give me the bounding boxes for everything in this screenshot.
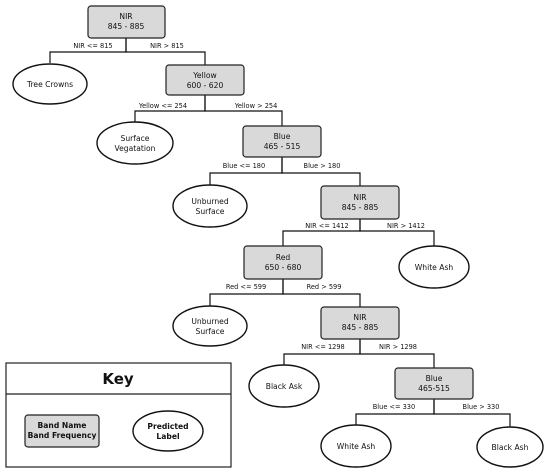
- leaf-label: Tree Crowns: [26, 80, 73, 89]
- split-node-nir-3: NIR 845 - 885: [320, 306, 400, 340]
- node-band: Red: [276, 253, 291, 262]
- key-box-label: Band Frequency: [28, 431, 97, 440]
- split-node-nir-2: NIR 845 - 885: [320, 185, 400, 220]
- key-title: Key: [102, 370, 134, 388]
- node-band: NIR: [353, 193, 367, 202]
- leaf-label: Unburned: [191, 317, 228, 326]
- edge-labels: NIR <= 815 NIR > 815 Yellow <= 254 Yello…: [73, 42, 499, 411]
- node-range: 650 - 680: [265, 263, 302, 272]
- edge-blue1-right: [281, 157, 361, 186]
- node-range: 465 - 515: [264, 142, 301, 151]
- edge-red-right: [282, 279, 361, 307]
- edge-label: NIR > 1412: [387, 222, 425, 230]
- leaf-label: Surface: [196, 327, 225, 336]
- edge-label: NIR > 815: [150, 42, 184, 50]
- leaf-label: Vegatation: [115, 144, 156, 153]
- edge-yellow-right: [204, 95, 283, 126]
- leaf-label: Unburned: [191, 197, 228, 206]
- edge-label: Yellow <= 254: [138, 102, 187, 110]
- leaf-unburned-surface-1: Unburned Surface: [172, 184, 248, 228]
- leaf-black-ask: Black Ask: [248, 364, 320, 408]
- edge-label: Blue <= 330: [373, 403, 415, 411]
- leaf-unburned-surface-2: Unburned Surface: [172, 305, 248, 347]
- edge-label: Blue <= 180: [223, 162, 265, 170]
- edge-label: NIR <= 815: [73, 42, 112, 50]
- split-node-blue-1: Blue 465 - 515: [242, 125, 322, 158]
- edge-nir1-right: [125, 38, 206, 65]
- leaf-surface-vegetation: Surface Vegatation: [96, 121, 174, 165]
- split-node-nir-1: NIR 845 - 885: [87, 5, 166, 39]
- key-ellipse-label: Predicted: [147, 422, 188, 431]
- leaf-label: Surface: [121, 134, 150, 143]
- edge-nir3-right: [359, 339, 435, 368]
- key-band-box-sample: Band Name Band Frequency: [24, 414, 100, 448]
- edge-label: Blue > 180: [304, 162, 341, 170]
- edge-label: Red <= 599: [226, 283, 266, 291]
- edge-label: Blue > 330: [463, 403, 500, 411]
- leaf-black-ash: Black Ash: [476, 426, 544, 468]
- edge-blue2-right: [433, 399, 511, 427]
- leaf-label: Black Ask: [266, 382, 303, 391]
- node-range: 845 - 885: [108, 22, 145, 31]
- leaf-white-ash-2: White Ash: [320, 424, 392, 468]
- edge-label: NIR <= 1298: [301, 343, 344, 351]
- split-node-yellow: Yellow 600 - 620: [165, 64, 245, 96]
- tree-edges: [49, 38, 511, 427]
- key-leaf-ellipse-sample: Predicted Label: [132, 410, 204, 452]
- edge-nir2-right: [359, 219, 435, 246]
- key-box-label: Band Name: [38, 421, 87, 430]
- key-ellipse-label: Label: [156, 432, 179, 441]
- leaf-label: White Ash: [337, 442, 376, 451]
- leaf-label: Black Ash: [492, 443, 529, 452]
- node-range: 845 - 885: [342, 323, 379, 332]
- edge-label: NIR > 1298: [379, 343, 417, 351]
- node-range: 845 - 885: [342, 203, 379, 212]
- edge-label: Yellow > 254: [234, 102, 278, 110]
- node-range: 600 - 620: [187, 81, 224, 90]
- edge-label: NIR <= 1412: [305, 222, 348, 230]
- node-band: NIR: [119, 12, 133, 21]
- leaf-label: White Ash: [415, 263, 454, 272]
- node-band: Yellow: [192, 71, 216, 80]
- key-legend: Key Band Name Band Frequency Predicted L…: [5, 362, 232, 468]
- leaf-tree-crowns: Tree Crowns: [12, 63, 88, 105]
- node-band: NIR: [353, 313, 367, 322]
- node-range: 465-515: [418, 384, 450, 393]
- leaf-label: Surface: [196, 207, 225, 216]
- edge-label: Red > 599: [307, 283, 342, 291]
- node-band: Blue: [274, 132, 291, 141]
- split-node-blue-2: Blue 465-515: [394, 367, 474, 400]
- split-node-red: Red 650 - 680: [243, 245, 323, 280]
- node-band: Blue: [426, 374, 443, 383]
- leaf-white-ash-1: White Ash: [398, 245, 470, 289]
